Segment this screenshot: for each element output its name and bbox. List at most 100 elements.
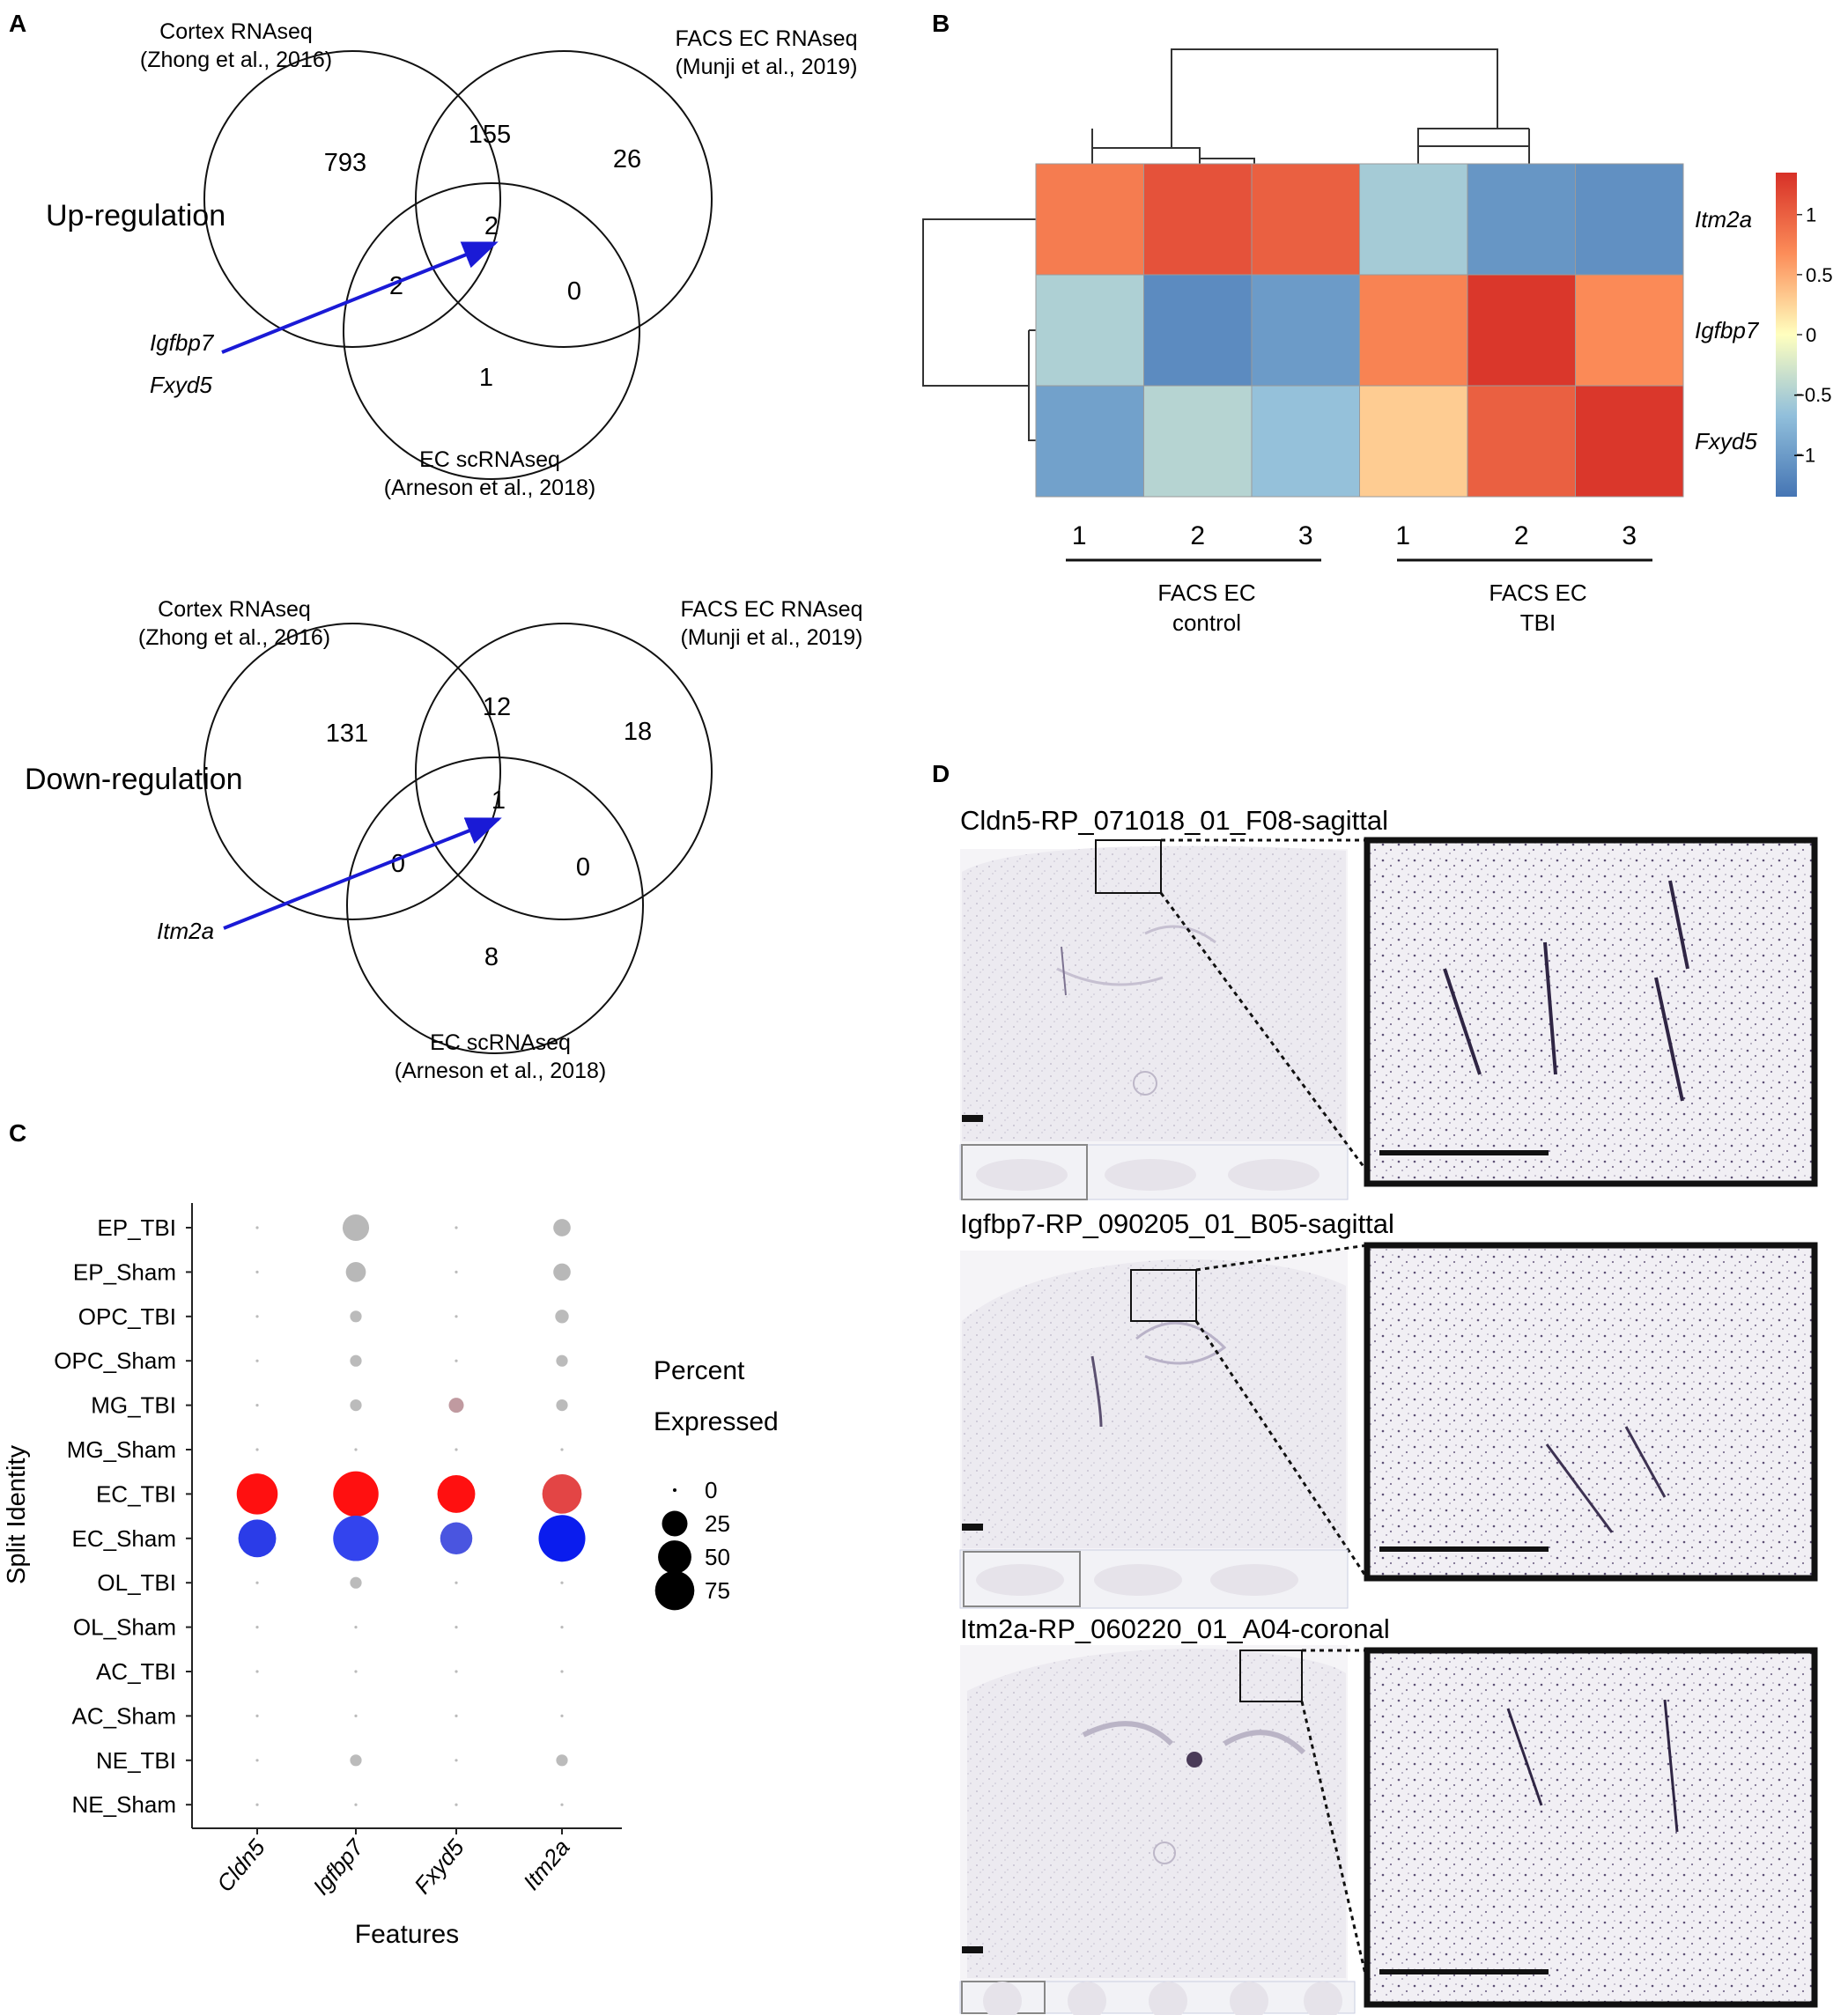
legend-size-dot <box>662 1510 688 1537</box>
heatmap-cell <box>1143 385 1253 498</box>
venn-down-side-label: Down-regulation <box>25 763 243 796</box>
heatmap-cell <box>1359 274 1468 387</box>
ish-section-detail <box>1186 1752 1202 1768</box>
ish-section-detail <box>1153 1842 1176 1864</box>
row-dendrogram <box>922 218 1036 441</box>
dot-plot-y-tick-label: AC_Sham <box>72 1702 177 1729</box>
venn-up-set2-label: FACS EC RNAseq <box>675 26 857 51</box>
venn-up-count-s123: 2 <box>484 212 499 240</box>
venn-up-set1-label: Cortex RNAseq <box>159 19 313 44</box>
venn-down-count-only2: 18 <box>624 718 652 746</box>
dot-plot-y-tick-label: OPC_TBI <box>78 1303 176 1330</box>
venn-up-arrow <box>221 241 499 354</box>
venn-down-set1-ref: (Zhong et al., 2016) <box>138 625 330 650</box>
heatmap-cell <box>1575 385 1684 498</box>
ish-section-igfbp7 <box>962 1258 1346 1548</box>
venn-down: Cortex RNAseq (Zhong et al., 2016) FACS … <box>25 597 863 1083</box>
group-label-tbi-line2: TBI <box>1520 609 1556 636</box>
dot-plot-dot <box>542 1474 582 1514</box>
venn-up-gene-2: Fxyd5 <box>150 372 212 398</box>
colorbar-ticks: 10.50−0.5−1 <box>1793 204 1833 467</box>
dot-plot-dot <box>560 1448 564 1451</box>
dot-plot-y-tick-label: OL_Sham <box>73 1614 176 1641</box>
dot-plot-ylabel: Split Identity <box>3 1445 31 1584</box>
heatmap-cell <box>1035 385 1144 498</box>
dot-plot-dot <box>448 1398 464 1413</box>
ish-thumbnail-selected <box>963 1551 1081 1607</box>
heatmap-cell <box>1251 385 1360 498</box>
dot-plot-dot <box>350 1754 362 1767</box>
heatmap-cell <box>1035 274 1144 387</box>
dot-plot-dot <box>255 1359 259 1362</box>
dot-plot-dot <box>440 1522 473 1555</box>
venn-up-circle-scrna <box>343 182 640 480</box>
venn-up-side-label: Up-regulation <box>46 199 225 232</box>
ish-roi-box-cldn5 <box>1095 839 1162 894</box>
dot-plot-dot <box>556 1399 568 1412</box>
dot-plot-dot <box>255 1626 259 1629</box>
heatmap-row-label: Igfbp7 <box>1695 317 1760 343</box>
ish-thumbnail <box>976 1564 1064 1596</box>
venn-up-set2-ref: (Munji et al., 2019) <box>675 55 857 79</box>
ish-zoom-cldn5 <box>1364 837 1818 1187</box>
dot-plot-dot <box>354 1803 358 1806</box>
ish-thumbnail-selected <box>961 1144 1088 1200</box>
group-label-control-line1: FACS EC <box>1157 579 1255 606</box>
dot-plot-dot <box>255 1315 259 1318</box>
heatmap-cell <box>1143 163 1253 276</box>
venn-down-set3-ref: (Arneson et al., 2018) <box>395 1059 606 1083</box>
ish-roi-box-igfbp7 <box>1130 1269 1197 1322</box>
dot-plot-y-tick-label: NE_Sham <box>72 1791 177 1818</box>
venn-down-circle-cortex <box>203 623 501 920</box>
venn-down-circle-scrna <box>346 757 644 1054</box>
ish-row-igfbp7: Igfbp7-RP_090205_01_B05-sagittal <box>959 1208 1818 1609</box>
dot-plot-dot <box>354 1626 358 1629</box>
heatmap-cell <box>1575 274 1684 387</box>
dot-plot-dot <box>560 1581 564 1584</box>
venn-down-count-s23: 0 <box>576 853 590 882</box>
ish-thumbnail <box>1149 1982 1187 2015</box>
colorbar-tick-label: 0.5 <box>1806 264 1833 286</box>
venn-up-count-only1: 793 <box>324 149 366 177</box>
venn-down-count-only1: 131 <box>326 720 368 748</box>
colorbar-tick-label: 1 <box>1806 204 1816 226</box>
legend-size-dot <box>673 1488 676 1492</box>
legend-size-label: 0 <box>705 1477 717 1503</box>
group-label-tbi-line1: FACS EC <box>1489 579 1586 606</box>
panel-letter-d: D <box>932 760 950 787</box>
ish-section-detail <box>1090 1355 1103 1428</box>
ish-section-cldn5 <box>962 845 1346 1141</box>
venn-up: Cortex RNAseq (Zhong et al., 2016) FACS … <box>46 19 858 500</box>
legend-size-label: 25 <box>705 1510 730 1537</box>
ish-scale-bar-igfbp7 <box>962 1524 983 1531</box>
dot-plot-dot <box>350 1354 362 1367</box>
dot-plot-dot <box>455 1226 458 1229</box>
dot-plot-dot <box>560 1714 564 1717</box>
dot-plot-x-tick-label: Fxyd5 <box>409 1834 469 1899</box>
ish-section-detail <box>1082 1721 1306 1755</box>
ish-thumbnail <box>1210 1564 1298 1596</box>
ish-thumbnail <box>1228 1159 1319 1191</box>
venn-up-count-only3: 1 <box>479 364 493 392</box>
heatmap-cell <box>1467 385 1576 498</box>
dot-plot-dot <box>350 1399 362 1412</box>
heatmap-cell <box>1251 163 1360 276</box>
heatmap-cell <box>1467 163 1576 276</box>
colorbar <box>1776 173 1797 497</box>
dot-plot-y-tick-label: EP_Sham <box>73 1258 176 1285</box>
venn-up-set3-ref: (Arneson et al., 2018) <box>384 476 595 500</box>
dot-plot-x-tick-label: Itm2a <box>518 1834 575 1895</box>
dot-plot-dot <box>354 1714 358 1717</box>
heatmap-cell <box>1143 274 1253 387</box>
dot-plot-y-tick-label: EC_TBI <box>96 1480 176 1507</box>
dot-plot-dot <box>560 1670 564 1673</box>
ish-zoom-scale-bar-itm2a <box>1379 1969 1549 1974</box>
dot-plot-dot <box>538 1515 586 1562</box>
dot-plot-dot <box>560 1803 564 1806</box>
panel-letter-a: A <box>9 10 26 37</box>
dot-plot-y-tick-label: NE_TBI <box>96 1747 176 1774</box>
venn-up-count-s23: 0 <box>567 277 581 306</box>
dot-plot-y-tick-label: MG_Sham <box>67 1436 176 1463</box>
